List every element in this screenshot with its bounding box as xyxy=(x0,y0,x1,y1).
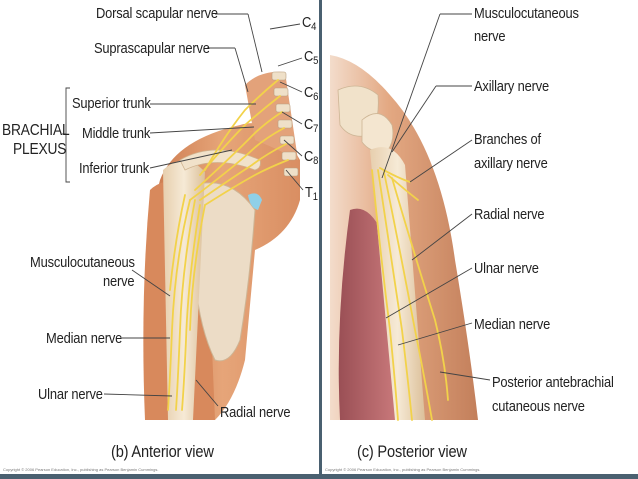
anterior-arm xyxy=(143,71,300,420)
root-label-c5: C5 xyxy=(304,48,319,67)
caption-posterior-view: (c) Posterior view xyxy=(357,442,467,461)
posterior-arm xyxy=(330,55,478,421)
label-branches-1: Branches of xyxy=(474,131,541,148)
label-musculocutaneous-2: nerve xyxy=(103,273,135,290)
label-post-ulnar-nerve: Ulnar nerve xyxy=(474,260,539,277)
caption-anterior-view: (b) Anterior view xyxy=(111,442,214,461)
root-label-c6: C6 xyxy=(304,84,319,103)
label-posterior-antebrachial-1: Posterior antebrachial xyxy=(492,374,614,391)
copyright-posterior: Copyright © 2006 Pearson Education, Inc.… xyxy=(325,467,481,472)
root-label-c8: C8 xyxy=(304,148,319,167)
label-post-musculocutaneous-2: nerve xyxy=(474,28,506,45)
copyright-anterior: Copyright © 2006 Pearson Education, Inc.… xyxy=(3,467,159,472)
label-middle-trunk: Middle trunk xyxy=(82,125,151,142)
label-inferior-trunk: Inferior trunk xyxy=(79,160,150,177)
label-plexus: PLEXUS xyxy=(13,141,67,158)
label-post-musculocutaneous-1: Musculocutaneous xyxy=(474,5,579,22)
label-post-median-nerve: Median nerve xyxy=(474,316,551,333)
label-brachial: BRACHIAL xyxy=(2,122,70,139)
label-median-nerve: Median nerve xyxy=(46,330,123,347)
label-musculocutaneous-1: Musculocutaneous xyxy=(30,254,135,271)
label-suprascapular-nerve: Suprascapular nerve xyxy=(94,40,210,57)
root-label-c7: C7 xyxy=(304,116,319,135)
label-radial-nerve: Radial nerve xyxy=(220,404,291,421)
root-label-t1: T1 xyxy=(305,184,318,203)
leader-lines xyxy=(103,13,491,407)
plexus-bracket xyxy=(62,87,70,183)
root-label-c4: C4 xyxy=(302,14,317,33)
panel-divider xyxy=(319,0,322,479)
label-posterior-antebrachial-2: cutaneous nerve xyxy=(492,398,585,415)
label-branches-2: axillary nerve xyxy=(474,155,548,172)
label-dorsal-scapular-nerve: Dorsal scapular nerve xyxy=(96,5,218,22)
label-axillary-nerve: Axillary nerve xyxy=(474,78,550,95)
label-superior-trunk: Superior trunk xyxy=(72,95,151,112)
bottom-bar xyxy=(0,474,638,479)
label-ulnar-nerve: Ulnar nerve xyxy=(38,386,103,403)
label-post-radial-nerve: Radial nerve xyxy=(474,206,545,223)
